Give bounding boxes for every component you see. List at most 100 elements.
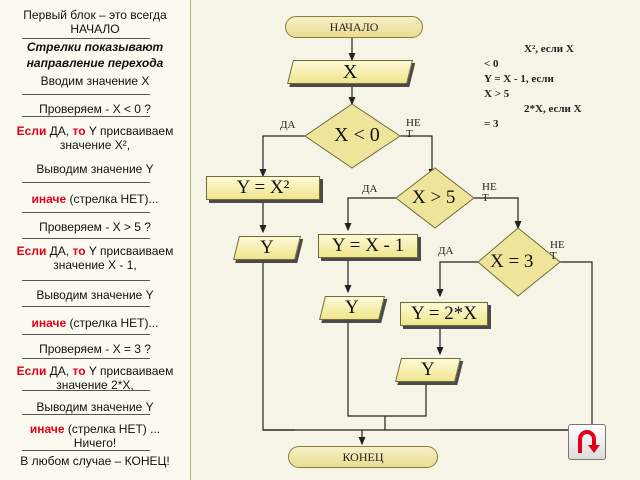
divider — [22, 306, 150, 307]
explanation-text: Y присваиваем — [85, 364, 174, 378]
explanation-line: Вводим значение Х — [2, 74, 188, 88]
cond1-text: Х < 0 — [334, 124, 380, 146]
explanation-line: Выводим значение Y — [2, 162, 188, 176]
output-y-1: Y — [233, 236, 301, 260]
explanation-line: В любом случае – КОНЕЦ! — [2, 454, 188, 468]
explanation-line: Проверяем - Х > 5 ? — [2, 220, 188, 234]
explanation-text: Проверяем - Х = 3 ? — [39, 342, 151, 356]
keyword-highlight: иначе — [31, 316, 67, 330]
assign1-text: Y = Х² — [236, 177, 290, 198]
cond3-text: Х = 3 — [490, 251, 534, 272]
divider — [22, 38, 150, 39]
divider — [22, 94, 150, 95]
keyword-highlight: то — [72, 364, 86, 378]
divider — [22, 212, 150, 213]
decision-x-eq-3 — [477, 227, 561, 297]
formula-line-5: 2*Х, если Х — [524, 103, 582, 115]
explanation-text: (стрелка НЕТ) ... — [64, 422, 161, 436]
explanation-text: ДА, — [46, 244, 73, 258]
explanation-text: значение Х - 1, — [53, 258, 137, 272]
keyword-highlight: Если — [16, 124, 47, 138]
explanation-line: Стрелки показывают — [2, 40, 188, 54]
formula-line-6: = 3 — [484, 118, 499, 130]
piecewise-formula: Х², если Х < 0 Y = Х - 1, если Х > 5 2*Х… — [484, 42, 604, 132]
cond2-text: Х > 5 — [412, 187, 456, 208]
divider — [22, 358, 150, 359]
explanation-text: Выводим значение Y — [36, 400, 154, 414]
cond3-yes-label: ДА — [438, 245, 454, 257]
divider — [22, 334, 150, 335]
explanation-line: Если ДА, то Y присваиваем — [2, 244, 188, 258]
explanation-text: (стрелка НЕТ)... — [66, 192, 159, 206]
assign-y-x-minus-1: Y = Х - 1 — [318, 234, 418, 258]
cond2-no-label: НЕ Т — [482, 181, 497, 204]
start-label: НАЧАЛО — [329, 20, 379, 34]
decision-x-gt-5 — [395, 167, 475, 229]
keyword-highlight: то — [72, 124, 86, 138]
explanation-text: Первый блок – это всегда — [23, 8, 167, 22]
explanation-text: Проверяем - Х < 0 ? — [39, 102, 151, 116]
explanation-text: Выводим значение Y — [36, 162, 154, 176]
out2-text: Y — [345, 297, 359, 318]
explanation-line: иначе (стрелка НЕТ)... — [2, 316, 188, 330]
cond3-no-label: НЕ Т — [550, 239, 565, 262]
divider — [22, 390, 150, 391]
input-block: Х — [287, 60, 413, 84]
assign-y-x-squared: Y = Х² — [206, 176, 320, 200]
cond1-no-label: НЕ Т — [406, 117, 421, 140]
divider — [22, 116, 150, 117]
explanation-text: Проверяем - Х > 5 ? — [39, 220, 151, 234]
divider — [22, 182, 150, 183]
explanation-line: значение 2*Х, — [2, 378, 188, 392]
explanation-text: ДА, — [46, 364, 73, 378]
out1-text: Y — [260, 237, 274, 258]
explanation-line: Проверяем - Х = 3 ? — [2, 342, 188, 356]
output-y-2: Y — [319, 296, 385, 320]
divider — [22, 450, 150, 451]
explanation-text: Y присваиваем — [85, 244, 174, 258]
cond2-yes-label: ДА — [362, 183, 378, 195]
explanation-line: Если ДА, то Y присваиваем — [2, 124, 188, 138]
cond1-yes-label: ДА — [280, 119, 296, 131]
explanation-line: Выводим значение Y — [2, 288, 188, 302]
assign-y-2x: Y = 2*Х — [400, 302, 488, 326]
formula-line-1: Х², если Х — [524, 43, 574, 55]
explanation-line: Первый блок – это всегда — [2, 8, 188, 22]
explanation-text: (стрелка НЕТ)... — [66, 316, 159, 330]
divider — [22, 414, 150, 415]
formula-line-3: Y = Х - 1, если — [484, 73, 554, 85]
keyword-highlight: то — [72, 244, 86, 258]
start-block: НАЧАЛО — [285, 16, 423, 38]
explanation-text: значение Х², — [59, 138, 131, 152]
divider — [22, 238, 150, 239]
u-turn-arrow-icon — [578, 430, 600, 453]
decision-x-lt-0 — [304, 103, 401, 169]
explanation-text: Ничего! — [73, 436, 117, 450]
explanation-text: Выводим значение Y — [36, 288, 154, 302]
explanation-line: Выводим значение Y — [2, 400, 188, 414]
explanation-text: НАЧАЛО — [70, 22, 120, 36]
explanation-text: В любом случае – КОНЕЦ! — [20, 454, 170, 468]
explanation-text: значение 2*Х, — [56, 378, 134, 392]
keyword-highlight: Если — [16, 364, 47, 378]
end-block: КОНЕЦ — [288, 446, 438, 468]
keyword-highlight: иначе — [29, 422, 65, 436]
back-button[interactable] — [568, 424, 606, 460]
input-label: Х — [342, 60, 358, 83]
explanation-line: НАЧАЛО — [2, 22, 188, 36]
explanation-text: Y присваиваем — [85, 124, 174, 138]
formula-line-2: < 0 — [484, 58, 499, 70]
out3-text: Y — [421, 359, 435, 380]
explanation-line: значение Х - 1, — [2, 258, 188, 272]
explanation-line: направление перехода — [2, 56, 188, 70]
assign3-text: Y = 2*Х — [411, 303, 477, 324]
explanation-text: Стрелки показывают — [26, 40, 164, 54]
assign2-text: Y = Х - 1 — [331, 235, 405, 256]
divider — [22, 280, 150, 281]
explanation-text: направление перехода — [26, 56, 164, 70]
explanation-line: Если ДА, то Y присваиваем — [2, 364, 188, 378]
explanation-line: Ничего! — [2, 436, 188, 450]
explanation-line: иначе (стрелка НЕТ) ... — [2, 422, 188, 436]
